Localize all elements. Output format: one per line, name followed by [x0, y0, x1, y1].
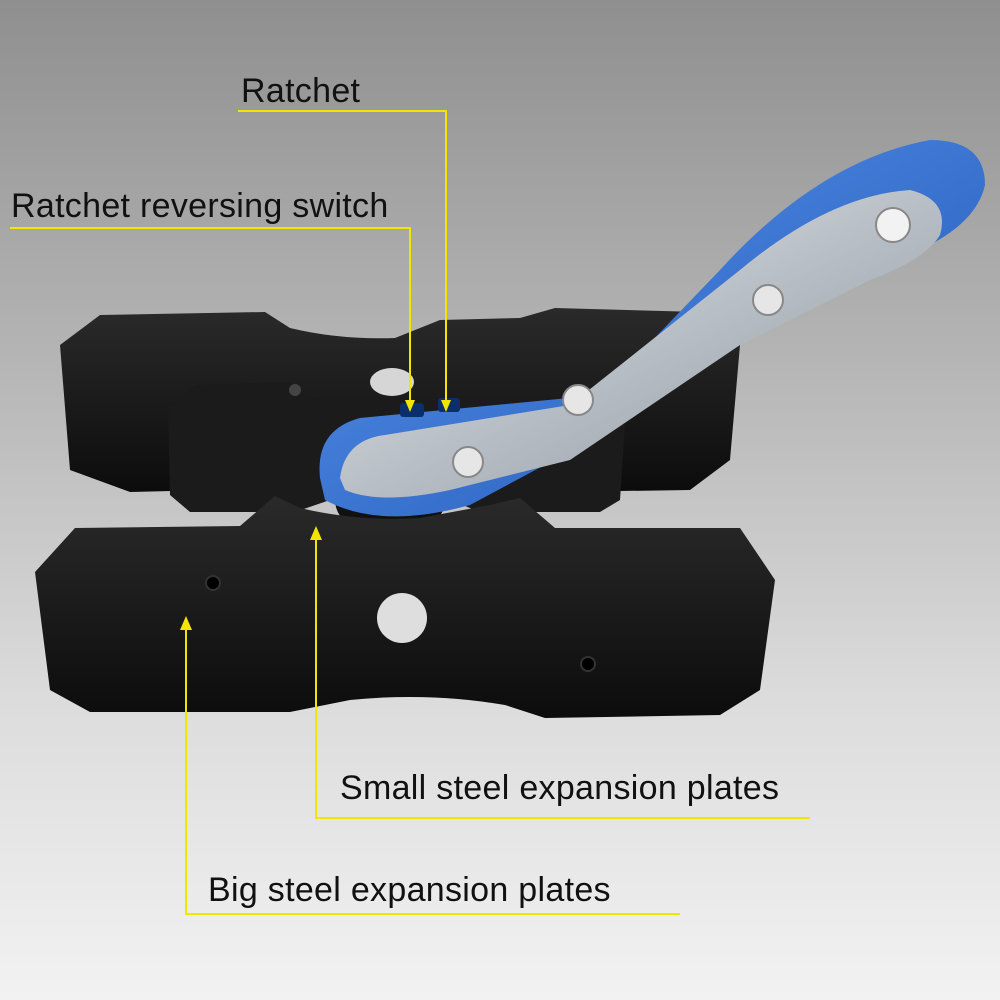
callout-line-small-plates [315, 532, 810, 819]
callout-lines [10, 110, 810, 915]
label-small-steel-expansion-plates: Small steel expansion plates [340, 769, 780, 807]
callout-line-ratchet [238, 110, 447, 410]
callout-arrowheads [180, 400, 451, 630]
label-ratchet-reversing-switch: Ratchet reversing switch [11, 187, 389, 225]
label-ratchet: Ratchet [241, 72, 361, 110]
label-big-steel-expansion-plates: Big steel expansion plates [208, 871, 611, 909]
ratchet-handle [319, 140, 985, 517]
reversing-switch [400, 403, 424, 417]
callout-line-big-plates [185, 622, 680, 915]
front-big-plate [35, 496, 775, 718]
callout-line-reversing-switch [10, 227, 411, 410]
